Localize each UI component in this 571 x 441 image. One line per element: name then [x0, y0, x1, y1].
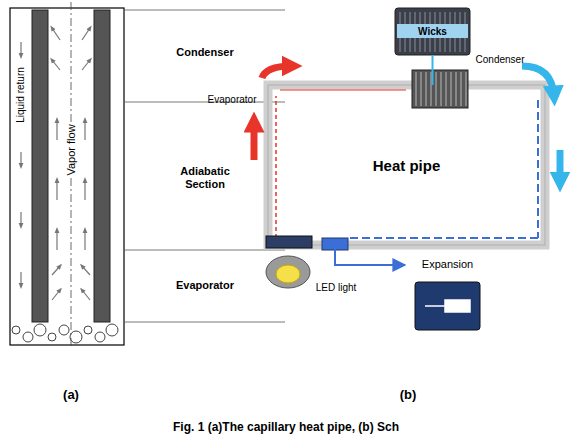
loop-heat-pipe — [254, 8, 560, 330]
part-label: Condenser — [176, 46, 233, 59]
part-label: Evaporator — [176, 279, 234, 292]
connector — [432, 55, 434, 85]
capillary-tube — [10, 2, 285, 348]
heat-pipe-loop: Heat pipe — [268, 85, 545, 245]
node-text: Expansion — [420, 258, 475, 270]
node-text: Heat pipe — [371, 157, 443, 174]
node-text: Wicks — [416, 26, 449, 37]
part-label: Condenser — [476, 54, 525, 66]
expansion-inset: Expansion — [405, 255, 490, 333]
part-label: Adiabatic Section — [169, 165, 241, 190]
part-label: Vapor flow — [65, 124, 78, 175]
connector — [335, 245, 405, 265]
part-label: Evaporator — [208, 94, 257, 106]
panel-label: (b) — [400, 388, 417, 403]
panel-label: (a) — [63, 388, 79, 403]
wicks-inset: Wicks — [395, 8, 470, 55]
part-label: LED light — [316, 282, 357, 294]
part-label: Liquid return — [15, 67, 27, 123]
figure-caption: Fig. 1 (a)The capillary heat pipe, (b) S… — [173, 421, 399, 435]
